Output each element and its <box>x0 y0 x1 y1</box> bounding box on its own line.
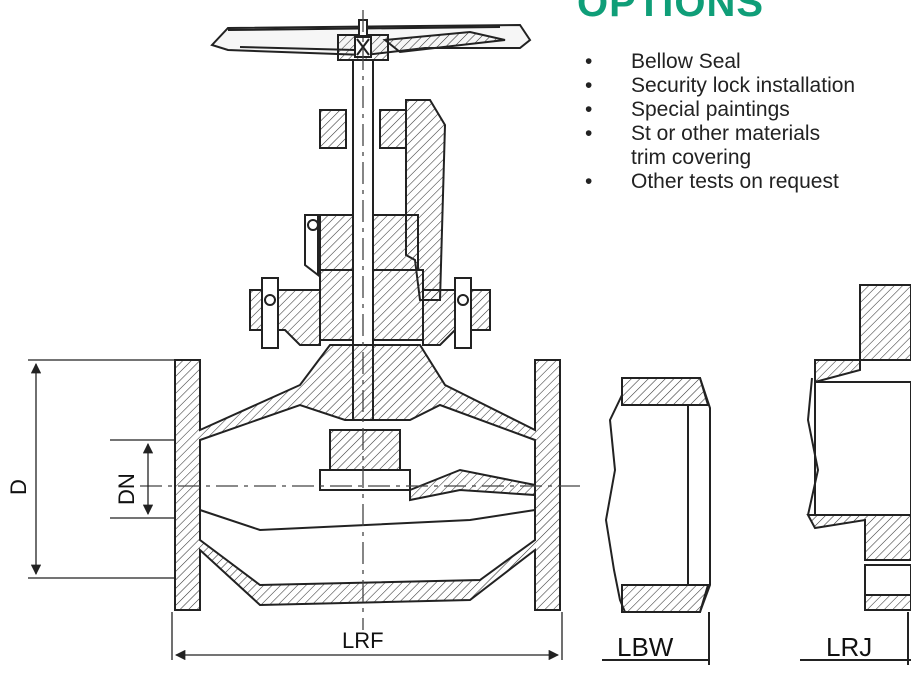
dimension-dn-label: DN <box>114 473 139 505</box>
bullet-icon: • <box>585 50 593 73</box>
lbw-label: LBW <box>617 632 674 662</box>
dimension-lines <box>28 359 563 661</box>
option-special-paintings: Special paintings <box>631 98 790 121</box>
bullet-icon: • <box>585 122 593 145</box>
valve-body <box>174 344 561 611</box>
dimension-d-label: D <box>6 479 31 495</box>
option-security-lock: Security lock installation <box>631 74 856 97</box>
options-title: OPTIONS <box>577 0 765 25</box>
option-materials-continuation: trim covering <box>631 146 752 169</box>
option-materials: St or other materials <box>631 122 821 145</box>
bullet-icon: • <box>585 98 593 121</box>
options-list: • Bellow Seal • Security lock installation… <box>585 50 855 194</box>
valve-bonnet <box>249 99 491 349</box>
lrj-label: LRJ <box>826 632 873 662</box>
center-lines <box>140 10 580 630</box>
list-item: • Security lock installation <box>585 74 855 98</box>
list-item: • Bellow Seal <box>585 50 855 74</box>
bullet-icon: • <box>585 74 593 97</box>
bullet-icon: • <box>585 170 593 193</box>
handwheel <box>210 19 532 61</box>
lrj-end-detail <box>800 284 911 665</box>
option-other-tests: Other tests on request <box>631 170 839 193</box>
list-item: • Other tests on request <box>585 170 855 194</box>
dimension-lrf-label: LRF <box>342 628 384 653</box>
option-bellow-seal: Bellow Seal <box>631 50 741 73</box>
list-item: • Special paintings <box>585 98 855 122</box>
lbw-end-detail <box>602 377 711 665</box>
